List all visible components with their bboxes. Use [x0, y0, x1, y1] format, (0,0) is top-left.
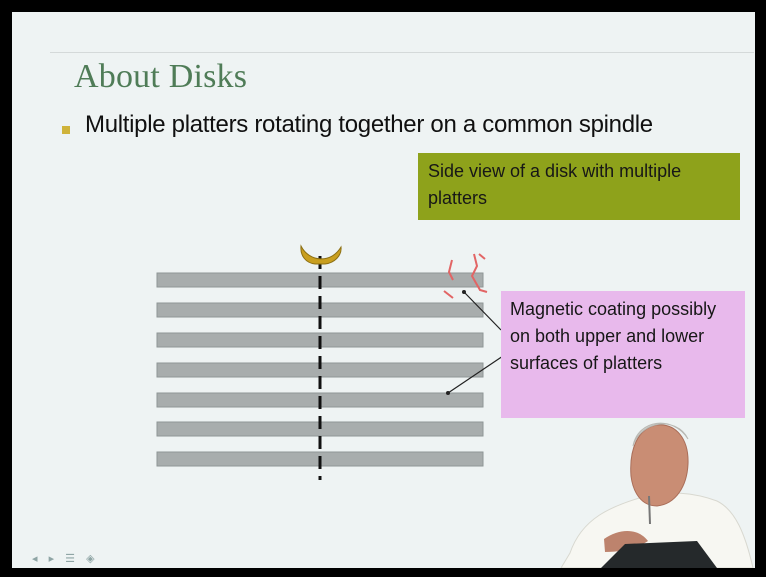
side-view-label-box: Side view of a disk with multiple platte… — [418, 153, 740, 220]
disk-platters-diagram — [156, 244, 504, 480]
presenter-hand — [604, 530, 648, 552]
callout-pointer-lower — [447, 355, 504, 394]
presenter-figure — [560, 422, 754, 568]
rotation-arrow-icon — [470, 253, 488, 293]
magnetic-coating-callout: Magnetic coating possibly on both upper … — [501, 291, 745, 418]
slide-frame: About Disks Multiple platters rotating t… — [12, 12, 755, 568]
laptop-icon — [601, 541, 717, 568]
platter-group — [156, 272, 484, 467]
microphone-clip — [648, 495, 651, 525]
slide-navigation-controls[interactable]: ◂ ▸ ☰ ◈ — [32, 553, 99, 565]
callout-pointer-dot — [462, 290, 466, 294]
rotation-arrow-icon — [478, 253, 486, 260]
callout-pointer-dot — [446, 391, 450, 395]
presenter-face — [630, 424, 689, 507]
magnetic-coating-text: Magnetic coating possibly on both upper … — [510, 299, 717, 373]
spindle-cap-icon — [300, 244, 342, 265]
slide-title: About Disks — [74, 58, 248, 95]
top-divider — [50, 52, 754, 53]
side-view-label: Side view of a disk with multiple platte… — [428, 161, 682, 208]
navigation-symbols[interactable]: ◂ ▸ ☰ ◈ — [32, 553, 99, 565]
bullet-marker — [62, 126, 70, 134]
rotation-arrow-icon — [443, 259, 454, 299]
bullet-text: Multiple platters rotating together on a… — [85, 111, 653, 138]
rotation-arrows — [443, 253, 488, 299]
presenter-hair — [632, 422, 689, 447]
callout-pointers — [446, 290, 504, 395]
callout-pointer-upper — [463, 291, 502, 331]
